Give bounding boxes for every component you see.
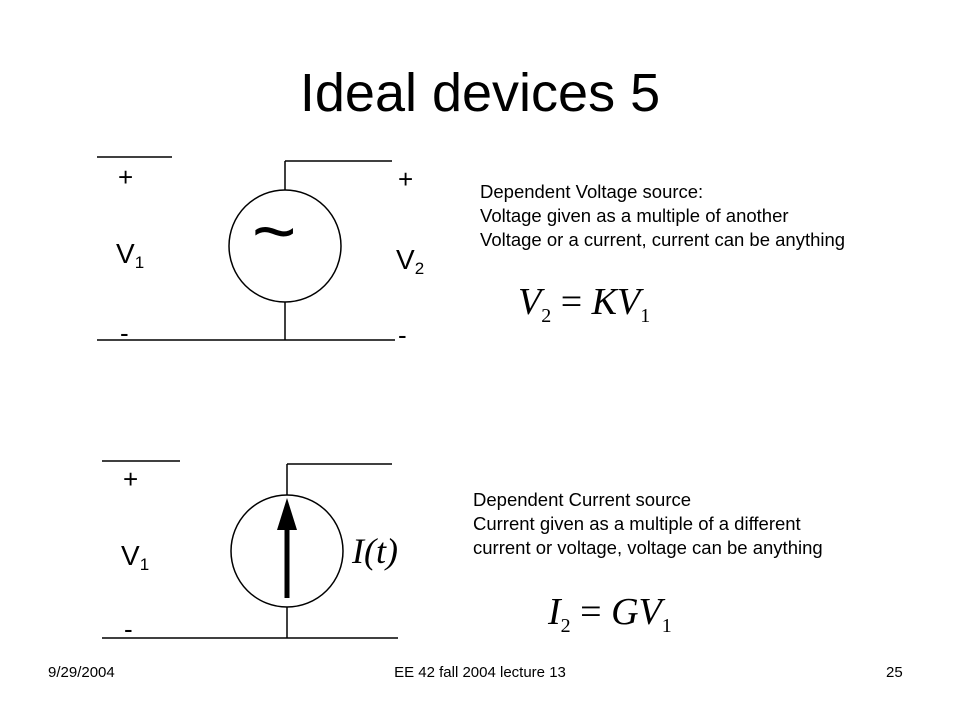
tilde-icon: ~ bbox=[252, 189, 297, 274]
current-equation: I2 = GV1 bbox=[548, 591, 672, 637]
v1-label: V1 bbox=[116, 238, 145, 272]
footer-date: 9/29/2004 bbox=[48, 664, 115, 681]
voltage-source-description: Dependent Voltage source: Voltage given … bbox=[480, 180, 845, 252]
v1-plus-sign: + bbox=[118, 162, 134, 192]
footer-course: EE 42 fall 2004 lecture 13 bbox=[394, 664, 566, 681]
slide-title: Ideal devices 5 bbox=[299, 63, 661, 123]
current-source-circle bbox=[230, 494, 344, 608]
v2-minus-sign: - bbox=[398, 320, 407, 350]
current-source-description: Dependent Current source Current given a… bbox=[473, 488, 823, 560]
description-line: Dependent Current source bbox=[473, 489, 692, 510]
voltage-source-circle bbox=[228, 189, 342, 303]
v1-label-2: V1 bbox=[121, 540, 150, 574]
v1-plus-sign-2: + bbox=[123, 464, 139, 494]
voltage-source-diagram bbox=[97, 156, 395, 341]
description-line: Voltage or a current, current can be any… bbox=[480, 229, 846, 250]
current-source-diagram bbox=[102, 460, 398, 639]
description-line: Voltage given as a multiple of another bbox=[480, 205, 789, 226]
voltage-equation: V2 = KV1 bbox=[518, 281, 651, 327]
current-label: I(t) bbox=[352, 531, 398, 571]
v2-label: V2 bbox=[396, 244, 425, 278]
up-arrow-icon bbox=[277, 498, 297, 530]
v1-minus-sign: - bbox=[120, 318, 129, 348]
description-line: current or voltage, voltage can be anyth… bbox=[473, 537, 823, 558]
description-line: Dependent Voltage source: bbox=[480, 181, 704, 202]
v1-minus-sign-2: - bbox=[124, 614, 133, 644]
description-line: Current given as a multiple of a differe… bbox=[473, 513, 801, 534]
v2-plus-sign: + bbox=[398, 164, 414, 194]
footer-page-number: 25 bbox=[886, 664, 903, 681]
